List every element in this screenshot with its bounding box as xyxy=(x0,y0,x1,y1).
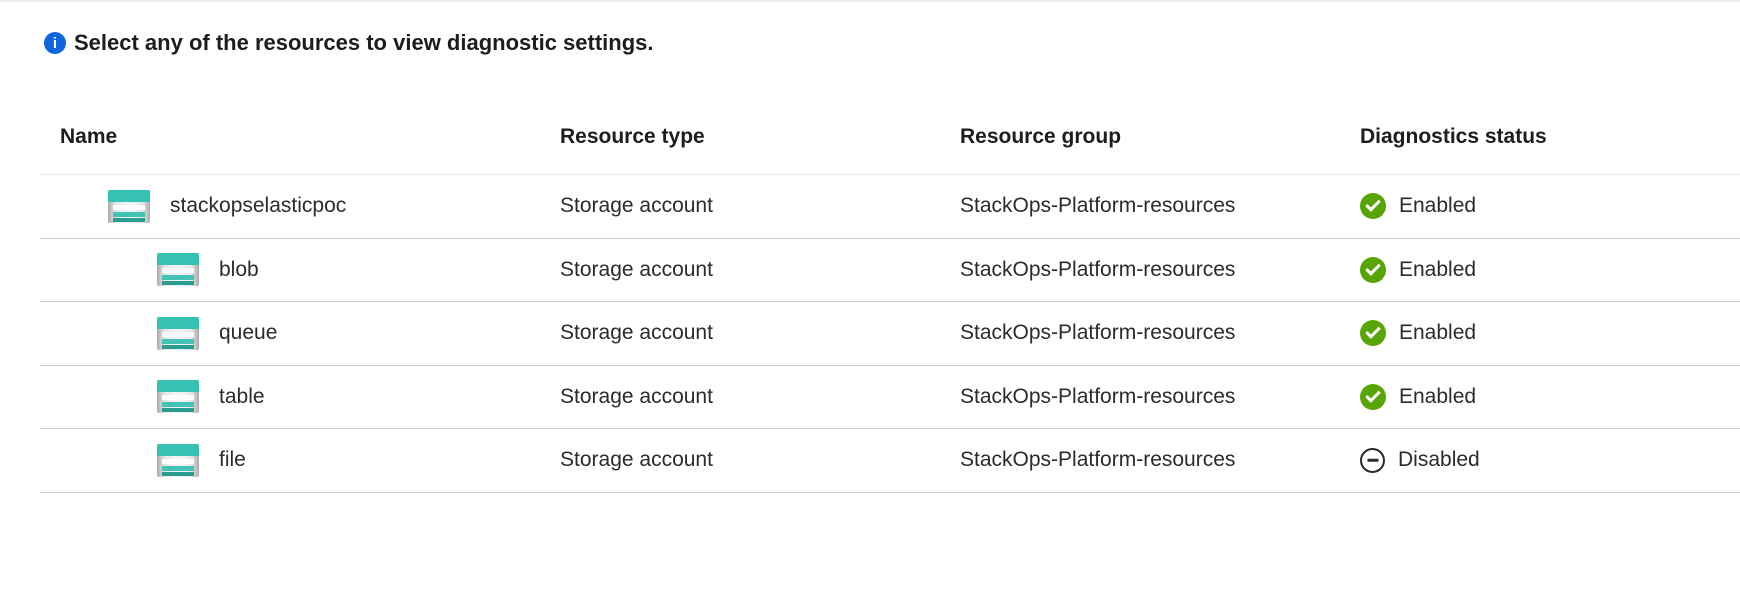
checkmark-circle-icon xyxy=(1360,320,1386,347)
resource-group-value: StackOps-Platform-resources xyxy=(960,448,1236,472)
table-row[interactable]: table Storage account StackOps-Platform-… xyxy=(40,366,1740,429)
diagnostics-status-value: Enabled xyxy=(1399,321,1477,345)
resource-type-value: Storage account xyxy=(560,384,713,408)
table-row[interactable]: queue Storage account StackOps-Platform-… xyxy=(40,302,1740,366)
column-header-diagnostics-status: Diagnostics status xyxy=(1360,125,1547,148)
resource-type-value: Storage account xyxy=(560,321,713,345)
info-banner-text: Select any of the resources to view diag… xyxy=(74,30,654,55)
diagnostics-status-value: Enabled xyxy=(1399,194,1477,218)
storage-account-icon xyxy=(157,443,199,477)
diagnostics-status-value: Disabled xyxy=(1398,448,1480,472)
resource-group-value: StackOps-Platform-resources xyxy=(960,194,1236,218)
info-banner: i Select any of the resources to view di… xyxy=(44,30,654,56)
resource-group-value: StackOps-Platform-resources xyxy=(960,257,1236,281)
table-row[interactable]: file Storage account StackOps-Platform-r… xyxy=(40,429,1740,493)
resource-name-link[interactable]: file xyxy=(219,448,246,472)
diagnostics-status-value: Enabled xyxy=(1399,384,1477,408)
resource-group-value: StackOps-Platform-resources xyxy=(960,321,1236,345)
table-body: stackopselasticpoc Storage account Stack… xyxy=(40,175,1740,493)
resources-table: Name Resource type Resource group Diagno… xyxy=(40,100,1740,493)
checkmark-circle-icon xyxy=(1360,193,1386,220)
diagnostics-status-value: Enabled xyxy=(1399,257,1477,281)
storage-account-icon xyxy=(108,189,150,223)
column-header-resource-type: Resource type xyxy=(560,125,705,148)
resource-type-value: Storage account xyxy=(560,257,713,281)
top-divider xyxy=(0,0,1740,2)
resource-name-link[interactable]: table xyxy=(219,384,265,408)
storage-account-icon xyxy=(157,316,199,350)
column-header-resource-group: Resource group xyxy=(960,125,1122,148)
minus-circle-icon xyxy=(1360,447,1385,473)
resource-name-link[interactable]: stackopselasticpoc xyxy=(170,194,347,218)
table-row[interactable]: stackopselasticpoc Storage account Stack… xyxy=(40,175,1740,239)
resource-group-value: StackOps-Platform-resources xyxy=(960,384,1236,408)
resource-name-link[interactable]: queue xyxy=(219,321,278,345)
resource-type-value: Storage account xyxy=(560,194,713,218)
column-header-name: Name xyxy=(60,125,118,148)
storage-account-icon xyxy=(157,253,199,287)
resource-name-link[interactable]: blob xyxy=(219,257,259,281)
table-row[interactable]: blob Storage account StackOps-Platform-r… xyxy=(40,239,1740,302)
checkmark-circle-icon xyxy=(1360,383,1386,410)
resource-type-value: Storage account xyxy=(560,448,713,472)
storage-account-icon xyxy=(157,380,199,414)
checkmark-circle-icon xyxy=(1360,256,1386,283)
table-header-row: Name Resource type Resource group Diagno… xyxy=(40,100,1740,175)
info-icon: i xyxy=(44,32,66,54)
